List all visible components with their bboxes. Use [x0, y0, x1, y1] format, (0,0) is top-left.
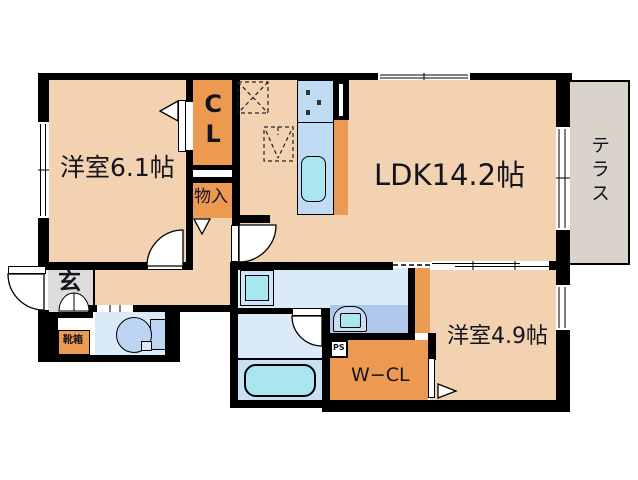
room-label-storage: 物入 — [194, 187, 228, 207]
room-label-bedroom2: 洋室4.9帖 — [447, 324, 548, 349]
washroom-door-leaf — [292, 308, 322, 316]
wall — [556, 230, 570, 285]
wall — [165, 305, 180, 362]
room-label-closet: CL — [199, 90, 228, 150]
stove-burner-dot — [317, 100, 321, 105]
washbasin-sink-inner — [340, 313, 361, 328]
terrace-sliding-door — [556, 127, 570, 230]
wall — [38, 73, 378, 80]
room-label-bedroom1: 洋室6.1帖 — [60, 153, 175, 182]
wall — [549, 261, 556, 270]
kitchen-divider — [297, 122, 334, 123]
wall — [556, 330, 570, 412]
sliding-partition-ldk-bedroom2 — [432, 261, 549, 270]
entrance-door-leaf — [8, 266, 46, 274]
wall — [88, 305, 238, 312]
wall — [470, 73, 572, 80]
pipe-space-box — [330, 340, 348, 358]
wall — [38, 355, 180, 362]
wcl-sliding-door — [428, 358, 435, 398]
bedroom1-door-leaf — [147, 262, 183, 270]
hallway-floor — [95, 270, 238, 305]
closet-sliding-door — [178, 100, 186, 152]
wall — [48, 318, 58, 355]
wall — [232, 73, 240, 225]
wall — [193, 177, 232, 183]
entrance-step-line — [93, 268, 95, 312]
wall — [232, 215, 270, 223]
window-left — [38, 122, 49, 218]
room-ldk-floor — [240, 80, 556, 262]
wall — [556, 73, 570, 130]
closet-storage — [193, 183, 232, 218]
bedroom2-counter-strip — [415, 268, 430, 333]
stove-burner-dot — [306, 110, 310, 115]
room-label-terrace: テラス — [587, 135, 610, 207]
room-bedroom2-floor — [430, 270, 556, 400]
wall — [38, 262, 147, 270]
kitchen-counter-strip — [334, 120, 348, 215]
wall — [48, 312, 93, 318]
room-label-ldk: LDK14.2帖 — [374, 158, 526, 192]
entrance-door-arc — [7, 273, 45, 311]
room-label-ps: PS — [333, 343, 345, 352]
toilet-door-gap — [97, 305, 133, 312]
wall — [322, 308, 330, 407]
kitchen-sink — [301, 156, 326, 202]
wall — [230, 262, 238, 407]
wall — [428, 333, 436, 360]
ldk-door-leaf — [231, 225, 239, 262]
wall — [230, 262, 393, 270]
wall — [322, 333, 415, 340]
wall — [238, 308, 292, 314]
window-top — [378, 73, 470, 80]
opening-dashed — [393, 262, 432, 268]
room-label-wcl: W−CL — [351, 364, 410, 386]
washroom-lower-floor — [238, 314, 322, 358]
storage-front-floor — [193, 218, 232, 270]
wall — [38, 73, 49, 122]
wall — [230, 400, 330, 408]
wall — [38, 218, 49, 268]
bathtub — [244, 364, 316, 397]
wall — [193, 165, 232, 170]
wall — [322, 400, 570, 412]
toilet-flush — [141, 341, 152, 351]
closet-cl — [193, 80, 232, 165]
shoe-box — [58, 330, 90, 355]
washing-machine-pan-inner — [245, 275, 269, 301]
room-label-shoebox: 靴箱 — [63, 335, 83, 346]
toilet-tank — [150, 319, 166, 350]
wall — [183, 262, 193, 270]
duct-slit — [339, 84, 343, 116]
wall — [186, 73, 193, 102]
wall — [408, 262, 415, 340]
wall — [38, 310, 49, 362]
terrace-area — [570, 80, 630, 265]
room-label-entrance: 玄 — [58, 269, 81, 295]
stove-burner-dot — [306, 90, 310, 95]
wall — [186, 150, 193, 262]
window-bedroom2 — [556, 285, 570, 330]
